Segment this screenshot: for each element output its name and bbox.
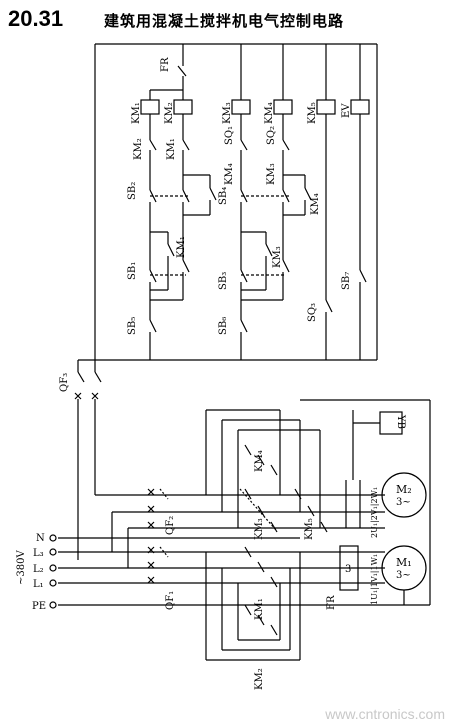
m2-terms-label: 2U₁|2V₁|2W₁	[370, 487, 379, 538]
figure-header: 20.31 建筑用混凝土搅拌机电气控制电路	[8, 6, 448, 36]
sb3-label: SB₃	[218, 272, 229, 290]
qf1-label: QF₁	[165, 591, 176, 610]
km4-main-label: KM₄	[254, 450, 265, 472]
yb-label: YB	[395, 414, 406, 429]
figure-title: 建筑用混凝土搅拌机电气控制电路	[104, 12, 345, 30]
sq3-label: SQ₃	[307, 303, 318, 322]
sq1-label: SQ₁	[224, 126, 235, 145]
km4-coil-label: KM₄	[264, 102, 275, 124]
sb5-label: SB₅	[127, 317, 138, 335]
km4-no-label: KM₄	[310, 193, 321, 215]
m1-terms-label: 1U₁|1V₁|1W₁	[370, 554, 379, 605]
l1-label: L₁	[33, 579, 44, 590]
sb4-label: SB₄	[218, 187, 229, 205]
m1-phase-label: 3~	[396, 570, 411, 581]
watermark: www.cntronics.com	[325, 706, 445, 722]
km5-main-label: KM₅	[304, 518, 315, 540]
m2-label: M₂	[396, 483, 412, 496]
km3-main-label: KM₃	[254, 518, 265, 540]
km5-coil-label: KM₅	[307, 102, 318, 124]
sb2-label: SB₂	[127, 182, 138, 200]
sb7-label: SB₇	[341, 272, 352, 290]
n-label: N	[36, 533, 45, 544]
l2-label: L₂	[33, 564, 44, 575]
l3-label: L₃	[33, 548, 44, 559]
km3-nc-label: KM₃	[266, 163, 277, 185]
m1-label: M₁	[396, 556, 412, 569]
km1-main-label: KM₁	[254, 598, 265, 620]
km2-coil-label: KM₂	[164, 102, 175, 124]
sq2-label: SQ₂	[266, 126, 277, 145]
sb1-label: SB₁	[127, 262, 138, 280]
km1-nc-label: KM₁	[166, 138, 177, 160]
km4-nc-label: KM₄	[224, 163, 235, 185]
m2-phase-label: 3~	[396, 497, 411, 508]
fr-top-label: FR	[160, 57, 171, 72]
km1-no-label: KM₁	[176, 236, 187, 258]
qf3-label: QF₃	[59, 373, 70, 392]
km1-coil-label: KM₁	[131, 102, 142, 124]
pe-label: PE	[32, 601, 46, 612]
km3-coil-label: KM₃	[222, 102, 233, 124]
figure-number: 20.31	[8, 6, 64, 31]
voltage-label: ~380V	[16, 550, 27, 585]
sb6-label: SB₆	[218, 317, 229, 335]
km2-main-label: KM₂	[254, 668, 265, 690]
km2-nc-label: KM₂	[133, 138, 144, 160]
fr-main-label: FR	[326, 595, 337, 610]
fr-num-label: 3	[345, 564, 351, 575]
km3-no-label: KM₃	[272, 246, 283, 268]
qf2-label: QF₂	[165, 516, 176, 535]
ev-coil-label: EV	[341, 103, 352, 118]
